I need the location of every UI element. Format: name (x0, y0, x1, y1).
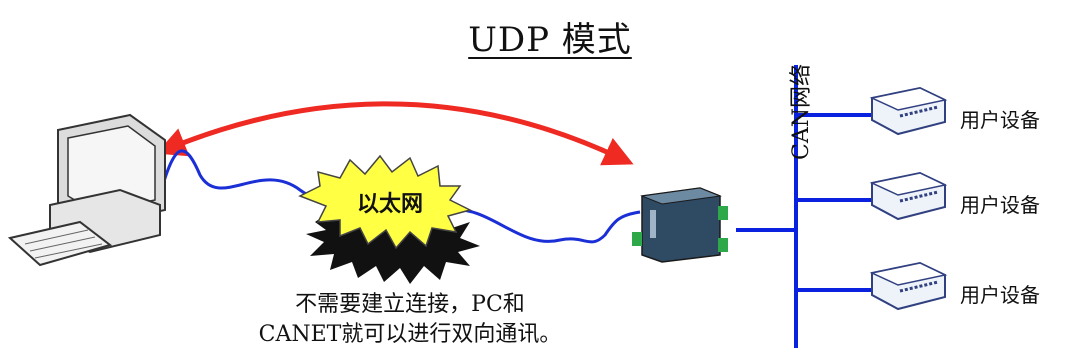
caption-line-2: CANET就可以进行双向通讯。 (258, 322, 562, 347)
user-device-icon (869, 86, 948, 136)
ethernet-burst (298, 154, 473, 250)
user-device-icon (869, 261, 948, 311)
user-device-icon (869, 171, 948, 221)
user-device-label-2: 用户设备 (960, 193, 1040, 217)
computer-icon (7, 113, 166, 267)
ethernet-label: 以太网 (356, 192, 423, 217)
bidirectional-arrow (156, 101, 634, 166)
user-device-label-3: 用户设备 (960, 283, 1040, 307)
user-device-label-1: 用户设备 (960, 108, 1040, 132)
canet-device-icon (632, 187, 728, 263)
caption: 不需要建立连接，PC和 CANET就可以进行双向通讯。 (200, 290, 620, 350)
caption-line-1: 不需要建立连接，PC和 (295, 292, 525, 317)
diagram-title: UDP 模式 (468, 20, 632, 60)
can-bus-label: CAN网络 (789, 64, 814, 160)
